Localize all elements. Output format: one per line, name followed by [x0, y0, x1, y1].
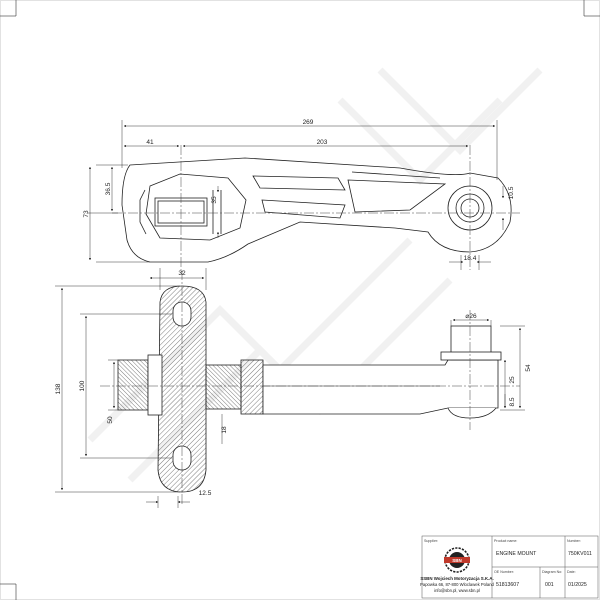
dimensions-top [88, 120, 505, 270]
company-logo: SBN [444, 547, 470, 573]
top-view [121, 157, 512, 263]
company-address: Papowka 66, 87-800 Wloclawek Poland [420, 582, 494, 587]
dim-side-width: 32 [178, 270, 186, 277]
section-view [117, 285, 502, 493]
dim-hub-height: 50 [107, 416, 114, 424]
company-contact: info@sbn.pl, www.sbn.pl [434, 588, 480, 593]
product-name-label: Product name: [494, 539, 517, 543]
dim-side-height: 138 [55, 383, 62, 394]
dim-base-thickness: 12.5 [199, 490, 212, 497]
dim-slot-width: 35 [211, 196, 218, 204]
title-block [421, 535, 599, 599]
company-name: SSBN Wojciech Motoryzacja S.K.A. [420, 576, 493, 581]
logo-text: SBN [452, 558, 462, 563]
dim-right-half: 10.5 [508, 186, 515, 199]
dim-pin-inner: 25 [509, 376, 516, 384]
supplier-label: Supplier: [424, 539, 438, 543]
number-label: Number: [567, 539, 581, 543]
diagram-no-label: Diagram No: [542, 570, 562, 574]
dim-bore-width: 18.4 [464, 255, 477, 262]
oe-number-label: OE Number: [494, 570, 514, 574]
center-lines-section [100, 270, 520, 505]
date-label: Date: [567, 570, 576, 574]
center-lines-top [112, 145, 520, 270]
dim-height-total: 73 [83, 210, 90, 218]
part-number: 750KV011 [568, 551, 592, 557]
dim-pin-diameter: ⌀26 [465, 313, 477, 320]
dim-height-top: 36.5 [105, 182, 112, 195]
dim-inner-height: 100 [79, 380, 86, 391]
oe-number: 51813607 [496, 582, 519, 588]
product-name: ENGINE MOUNT [496, 551, 537, 557]
dim-pin-length: 54 [525, 364, 532, 372]
diagram-no: 001 [545, 582, 554, 588]
dim-pin-step: 8.5 [509, 397, 516, 406]
dimensions-section [55, 268, 525, 508]
watermark-logo [87, 67, 543, 483]
dim-overall-length: 269 [303, 119, 314, 126]
dim-web-thickness: 18 [221, 426, 228, 434]
dim-left-offset: 41 [146, 139, 154, 146]
date: 01/2025 [568, 582, 587, 588]
dim-hole-distance: 203 [317, 139, 328, 146]
